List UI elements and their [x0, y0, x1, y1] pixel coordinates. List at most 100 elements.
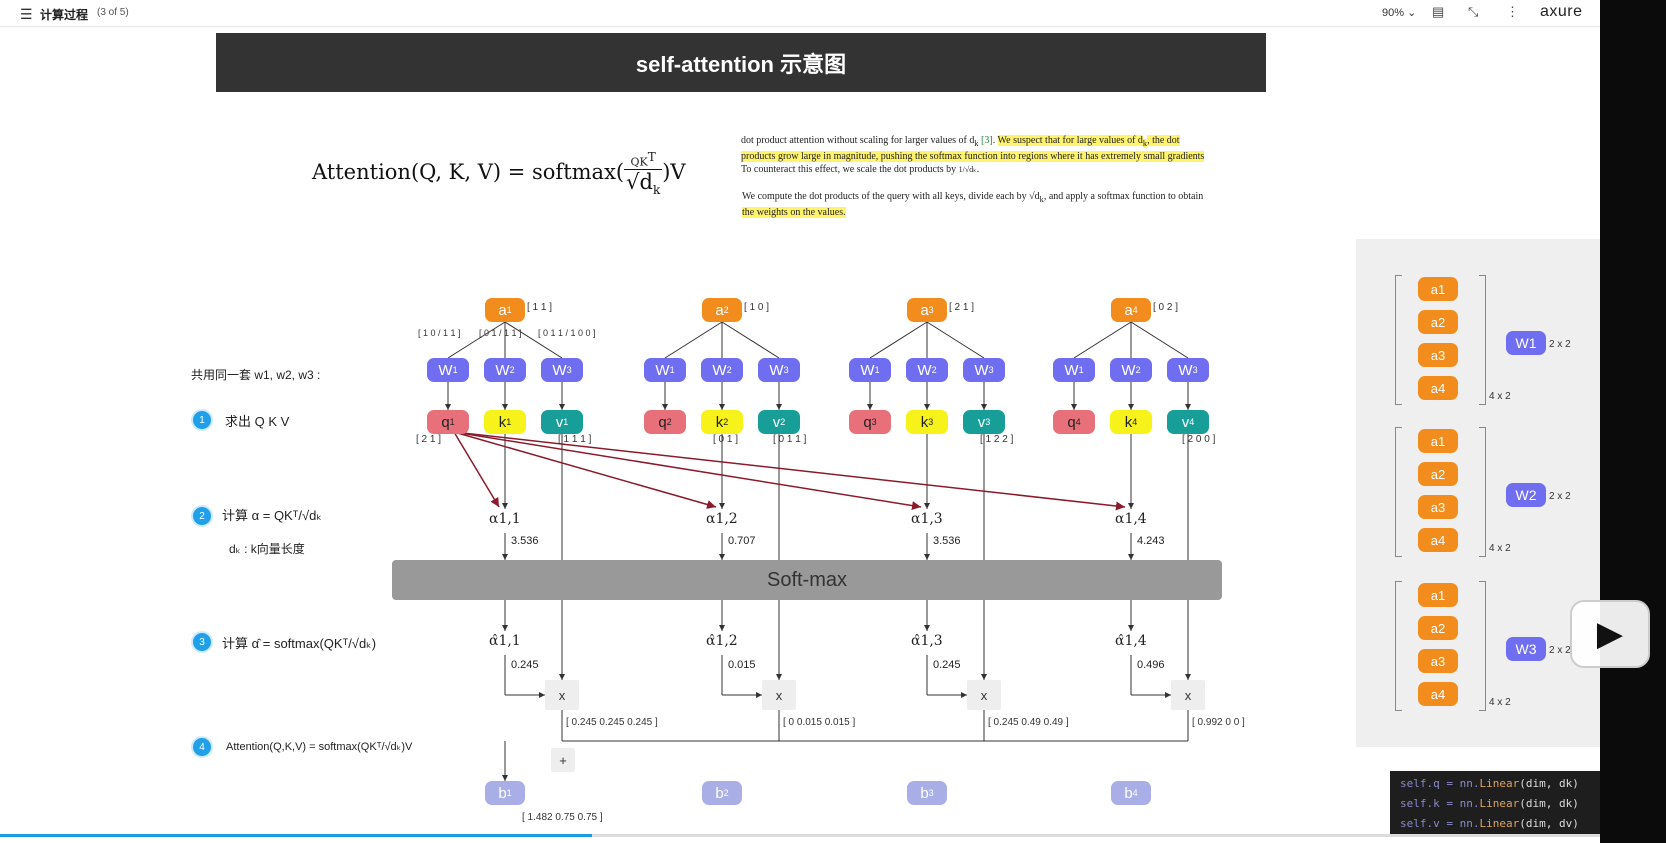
matrix-dim-a: 4 x 2: [1489, 543, 1511, 554]
menu-icon[interactable]: ☰: [20, 6, 33, 22]
panel-input-a2: a2: [1418, 616, 1458, 640]
highlight-text: We suspect that for large values of d: [997, 135, 1143, 146]
alpha-score-value: 3.536: [511, 535, 539, 547]
panel-input-a4: a4: [1418, 682, 1458, 706]
connector-line: [664, 321, 723, 359]
paper-text-2: To counteract this effect, we scale the …: [741, 164, 957, 175]
step-2-badge: 2: [191, 505, 213, 527]
code-line-k: self.k = nn.Linear(dim, dk): [1400, 797, 1579, 810]
play-icon[interactable]: ▶: [1570, 600, 1650, 668]
formula-den: √d: [626, 169, 653, 194]
formula-fraction: QKT√dk: [624, 150, 663, 197]
panel-input-a1: a1: [1418, 583, 1458, 607]
panel-weight-W3: W3: [1506, 637, 1546, 661]
citation-link[interactable]: [3]: [981, 135, 993, 146]
sum-node: +: [551, 748, 575, 772]
connector-line: [869, 321, 928, 359]
panel-weight-W2: W2: [1506, 483, 1546, 507]
alpha-score-value: 0.707: [728, 535, 756, 547]
weighted-value-vector: [ 0.245 0.49 0.49 ]: [988, 717, 1069, 728]
matrix-bracket-left: [1395, 275, 1402, 405]
connector-lines: [445, 321, 1191, 781]
right-panel: [1356, 239, 1600, 747]
weight-matrix-w1: [ 1 0 / 1 1 ]: [418, 328, 461, 338]
matrix-dim-a: 4 x 2: [1489, 697, 1511, 708]
paper-text: dot product attention without scaling fo…: [741, 135, 975, 146]
matrix-dim-w: 2 x 2: [1549, 645, 1571, 656]
connector-line: [1073, 321, 1132, 359]
alpha-hat-label: α̂1,4: [1115, 633, 1147, 649]
step-1-badge: 1: [191, 409, 213, 431]
weighted-value-vector: [ 0.245 0.245 0.245 ]: [566, 717, 658, 728]
formula-sup: T: [647, 150, 656, 164]
progress-track: [0, 834, 1600, 837]
step-2-subtext: dₖ : k向量长度: [229, 542, 305, 556]
vector-q1: [ 2 1 ]: [416, 434, 442, 445]
paper-text-4: , and apply a softmax function to obtain: [1043, 191, 1204, 202]
vector-k2: [ 0 1 ]: [713, 434, 739, 445]
vector-v1: [ 1 1 1 ]: [558, 434, 592, 445]
hotspot-icon[interactable]: ⤡: [1468, 4, 1479, 19]
multiply-node: x: [1171, 680, 1205, 710]
connector-line: [447, 321, 506, 359]
alpha-hat-value: 0.496: [1137, 659, 1165, 671]
connector-line: [453, 431, 717, 509]
matrix-dim-a: 4 x 2: [1489, 391, 1511, 402]
connector-line: [453, 431, 500, 508]
step-3-text: 计算 α̂ = softmax(QKᵀ/√dₖ): [222, 636, 377, 651]
alpha-score-label: α1,4: [1115, 511, 1147, 527]
alpha-hat-label: α̂1,2: [706, 633, 738, 649]
alpha-score-label: α1,1: [489, 511, 521, 527]
step-1-text: 求出 Q K V: [225, 414, 290, 429]
code-line-q: self.q = nn.Linear(dim, dk): [1400, 777, 1579, 790]
vector-v4: [ 2 0 0 ]: [1182, 434, 1216, 445]
top-toolbar: [0, 0, 1600, 27]
notes-icon[interactable]: ▤: [1432, 4, 1445, 19]
more-options-icon[interactable]: ⋮: [1506, 4, 1519, 19]
zoom-value: 90%: [1382, 7, 1405, 19]
panel-input-a2: a2: [1418, 310, 1458, 334]
vector-v2: [ 0 1 1 ]: [773, 434, 807, 445]
weight-matrix-w3: [ 0 1 1 / 1 0 0 ]: [538, 328, 596, 338]
zoom-selector[interactable]: 90% ⌄: [1382, 6, 1416, 19]
code-line-v: self.v = nn.Linear(dim, dv): [1400, 817, 1579, 830]
input-vector: [ 2 1 ]: [949, 302, 975, 313]
alpha-hat-label: α̂1,1: [489, 633, 521, 649]
connector-line: [504, 321, 563, 359]
step-4-badge: 4: [191, 736, 213, 758]
step-2-text: 计算 α = QKᵀ/√dₖ: [222, 508, 322, 523]
panel-weight-W1: W1: [1506, 331, 1546, 355]
